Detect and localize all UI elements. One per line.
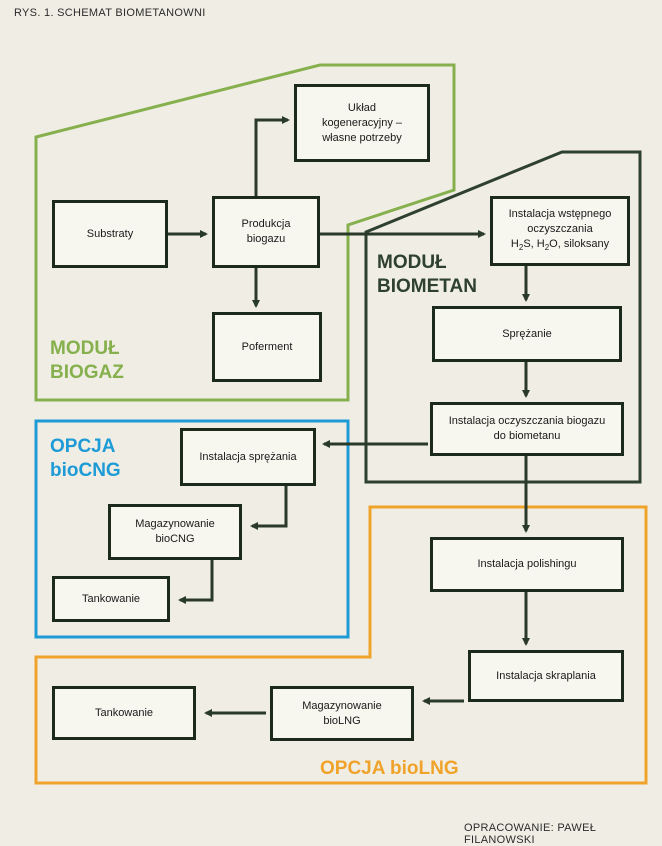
arrow-cng-sprezanie-magazyn (250, 486, 288, 530)
box-oczyszczanie-biogazu: Instalacja oczyszczania biogazu do biome… (430, 402, 624, 456)
box-instalacja-polishingu: Instalacja polishingu (430, 537, 624, 592)
box-poferment: Poferment (212, 312, 322, 382)
option-biocng-outline (34, 419, 350, 639)
box-wstepne-oczyszczanie: Instalacja wstępnego oczyszczania H2S, H… (490, 196, 630, 266)
module-biogaz-outline (34, 63, 456, 402)
figure-credit: OPRACOWANIE: PAWEŁ FILANOWSKI (464, 822, 597, 846)
box-cng-instalacja-sprezania: Instalacja sprężania (180, 428, 316, 486)
box-sprezanie: Sprężanie (432, 306, 622, 362)
module-biometan-outline (364, 150, 642, 484)
box-lng-tankowanie: Tankowanie (52, 686, 196, 740)
arrow-produkcja-kogeneracja (254, 116, 290, 196)
arrow-cng-magazyn-tankowanie (178, 560, 214, 604)
box-produkcja-biogazu: Produkcja biogazu (212, 196, 320, 268)
option-biolng-label: OPCJA bioLNG (320, 758, 459, 779)
flow-arrows (168, 116, 530, 717)
option-biocng-label: OPCJA bioCNG (50, 436, 121, 481)
module-biometan-label: MODUŁ BIOMETAN (377, 252, 477, 297)
wstepne-title: Instalacja wstępnego oczyszczania (508, 207, 612, 235)
box-cng-tankowanie: Tankowanie (52, 576, 170, 622)
module-biogaz-label: MODUŁ BIOGAZ (50, 338, 124, 383)
figure-caption: RYS. 1. SCHEMAT BIOMETANOWNI (14, 7, 206, 19)
wstepne-formula: H2S, H2O, siloksany (510, 237, 610, 253)
option-biolng-outline (34, 505, 648, 785)
box-uklad-kogeneracyjny: Układ kogeneracyjny – własne potrzeby (294, 84, 430, 162)
box-instalacja-skraplania: Instalacja skraplania (468, 650, 624, 702)
box-substraty: Substraty (52, 200, 168, 268)
box-cng-magazynowanie: Magazynowanie bioCNG (108, 504, 242, 560)
box-lng-magazynowanie: Magazynowanie bioLNG (270, 686, 414, 741)
